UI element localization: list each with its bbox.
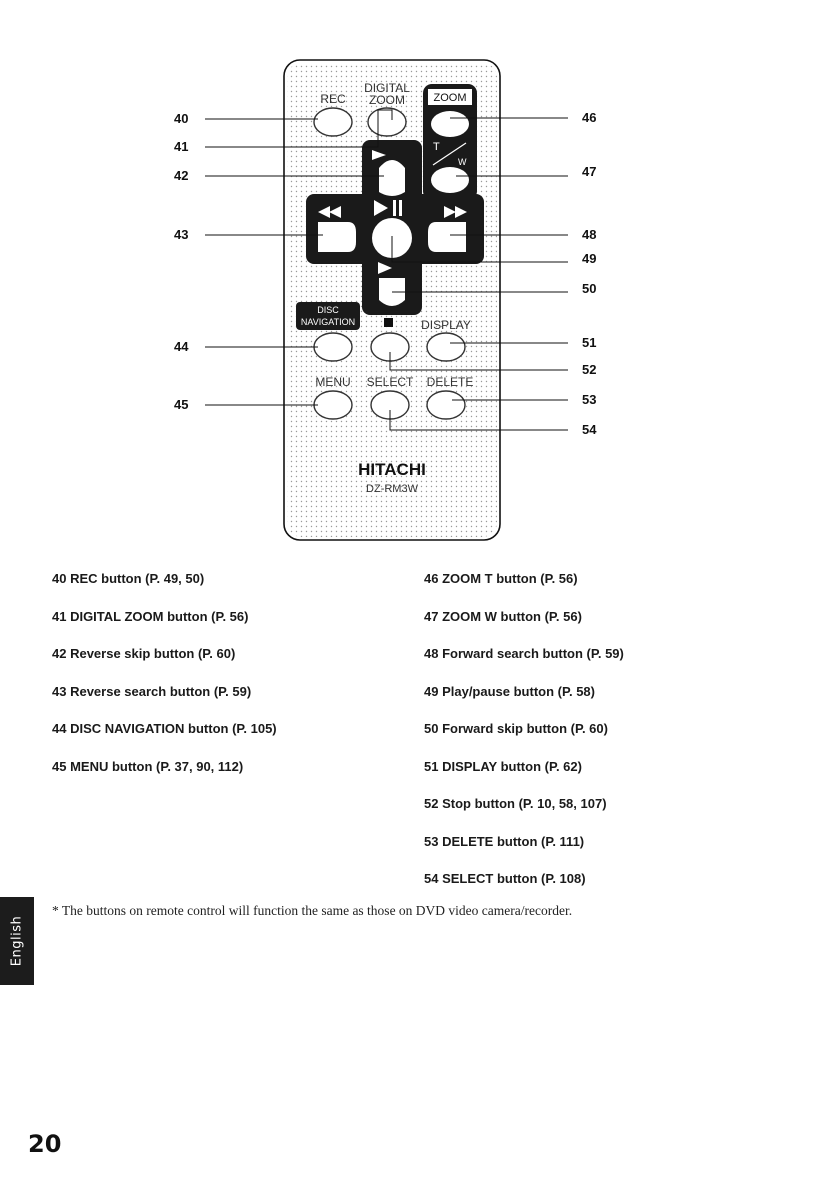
display-button[interactable] xyxy=(426,332,466,362)
legend-item: 40 REC button (P. 49, 50) xyxy=(52,571,205,586)
callout-46: 46 xyxy=(582,110,596,125)
callout-49: 49 xyxy=(582,251,596,266)
rec-label: REC xyxy=(320,92,346,106)
legend-item: 48 Forward search button (P. 59) xyxy=(424,646,624,661)
language-tab: English xyxy=(0,897,34,985)
svg-text:NAVIGATION: NAVIGATION xyxy=(301,317,355,327)
legend-item: 53 DELETE button (P. 111) xyxy=(424,833,585,849)
legend-item: 47 ZOOM W button (P. 56) xyxy=(424,608,582,624)
callout-44: 44 xyxy=(174,339,189,354)
stop-symbol xyxy=(384,318,393,327)
legend-item: 44 DISC NAVIGATION button (P. 105) xyxy=(52,721,277,736)
digital-zoom-button[interactable] xyxy=(367,107,407,137)
forward-search-button[interactable] xyxy=(428,222,466,252)
callout-54: 54 xyxy=(582,422,597,437)
remote-control-diagram: REC DIGITAL ZOOM ZOOM T W xyxy=(174,59,597,541)
legend-item: 54 SELECT button (P. 108) xyxy=(424,871,586,886)
delete-label: DELETE xyxy=(427,375,474,389)
callout-50: 50 xyxy=(582,281,596,296)
callout-41: 41 xyxy=(174,139,188,154)
callout-45: 45 xyxy=(174,397,188,412)
display-label: DISPLAY xyxy=(421,318,471,332)
legend-item: 45 MENU button (P. 37, 90, 112) xyxy=(52,758,244,774)
callout-52: 52 xyxy=(582,362,596,377)
delete-button[interactable] xyxy=(426,390,466,420)
digital-label: DIGITAL xyxy=(364,81,410,95)
legend-item: 46 ZOOM T button (P. 56) xyxy=(424,571,578,586)
zoom-w-button[interactable] xyxy=(431,167,469,193)
brand-logo: HITACHI xyxy=(358,460,426,479)
callout-40: 40 xyxy=(174,111,188,126)
rec-button[interactable] xyxy=(313,107,353,137)
menu-button[interactable] xyxy=(313,390,353,420)
legend-item: 51 DISPLAY button (P. 62) xyxy=(424,758,582,774)
zoom-w-label: W xyxy=(458,157,467,167)
legend-item: 41 DIGITAL ZOOM button (P. 56) xyxy=(52,608,249,624)
callout-51: 51 xyxy=(582,335,596,350)
callout-42: 42 xyxy=(174,168,188,183)
legend-item: 50 Forward skip button (P. 60) xyxy=(424,721,608,736)
model-name: DZ-RM3W xyxy=(366,483,419,495)
navigation-pad xyxy=(306,140,484,315)
footnote: * The buttons on remote control will fun… xyxy=(52,903,573,918)
legend-right: 46 ZOOM T button (P. 56) 47 ZOOM W butto… xyxy=(424,571,624,909)
menu-label: MENU xyxy=(315,375,350,389)
leader-lines xyxy=(205,109,568,431)
callout-47: 47 xyxy=(582,164,596,179)
legend-left: 40 REC button (P. 49, 50) 41 DIGITAL ZOO… xyxy=(52,571,277,796)
legend-item: 42 Reverse skip button (P. 60) xyxy=(52,646,236,661)
legend-item: 52 Stop button (P. 10, 58, 107) xyxy=(424,796,607,811)
page-number: 20 xyxy=(28,1130,62,1158)
callout-43: 43 xyxy=(174,227,188,242)
svg-text:DISC: DISC xyxy=(317,305,339,315)
zoom-t-label: T xyxy=(433,141,440,153)
zoom-block: ZOOM T W xyxy=(423,84,477,200)
callout-53: 53 xyxy=(582,392,596,407)
select-label: SELECT xyxy=(367,375,414,389)
callout-48: 48 xyxy=(582,227,596,242)
zoom-small-label: ZOOM xyxy=(369,93,405,107)
disc-navigation-button[interactable] xyxy=(313,332,353,362)
legend-item: 49 Play/pause button (P. 58) xyxy=(424,683,595,699)
zoom-t-button[interactable] xyxy=(431,111,469,137)
legend-item: 43 Reverse search button (P. 59) xyxy=(52,683,252,699)
disc-navigation-label: DISC NAVIGATION xyxy=(296,302,360,330)
language-tab-label: English xyxy=(9,915,25,967)
reverse-search-button[interactable] xyxy=(318,222,356,252)
reverse-skip-button[interactable] xyxy=(379,160,405,196)
zoom-box-label: ZOOM xyxy=(434,92,467,104)
